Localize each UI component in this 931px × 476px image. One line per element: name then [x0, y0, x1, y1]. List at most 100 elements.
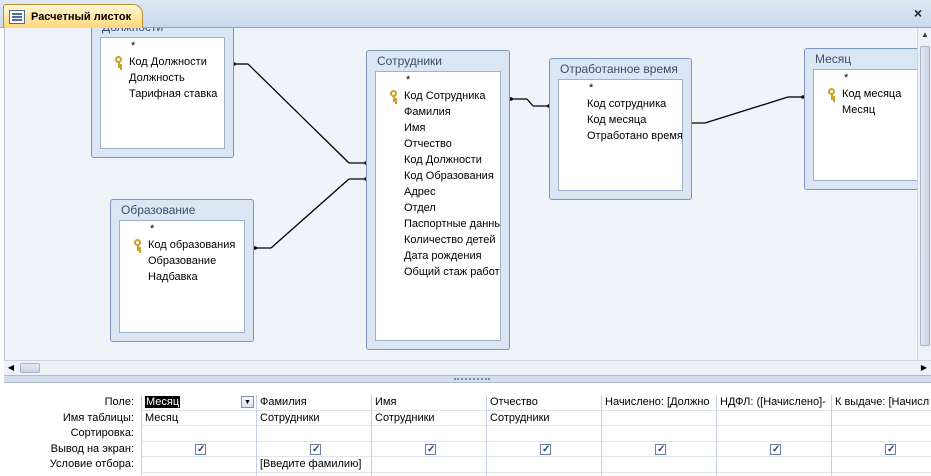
close-tab-button[interactable]: ×: [913, 5, 923, 21]
scroll-thumb[interactable]: [20, 363, 40, 373]
grid-cell-sort[interactable]: [142, 426, 256, 442]
field-item[interactable]: Адрес: [376, 184, 500, 200]
grid-column[interactable]: Начислено: [Должно: [601, 395, 716, 476]
field-item[interactable]: Код Должности: [101, 54, 224, 70]
query-tab[interactable]: Расчетный листок: [3, 4, 143, 28]
field-item[interactable]: Паспортные данные: [376, 216, 500, 232]
grid-cell-table[interactable]: Сотрудники: [257, 411, 371, 426]
field-item[interactable]: Должность: [101, 70, 224, 86]
show-checkbox[interactable]: [770, 442, 781, 456]
field-item[interactable]: Отчество: [376, 136, 500, 152]
field-item[interactable]: Месяц: [814, 102, 917, 118]
field-all-columns[interactable]: *: [376, 72, 500, 88]
grid-cell-field[interactable]: Отчество: [487, 395, 601, 411]
grid-cell-criteria[interactable]: [487, 457, 601, 473]
grid-column[interactable]: Месяц▼Месяц: [141, 395, 256, 476]
scroll-left-icon[interactable]: ◀: [7, 363, 15, 372]
grid-cell-table[interactable]: [717, 411, 831, 426]
table-title[interactable]: Месяц: [815, 52, 852, 66]
grid-cell-sort[interactable]: [257, 426, 371, 442]
grid-cell-criteria[interactable]: [717, 457, 831, 473]
scroll-right-icon[interactable]: ▶: [920, 363, 928, 372]
field-item[interactable]: Отработано время: [559, 128, 682, 144]
grid-cell-table[interactable]: [832, 411, 931, 426]
field-item[interactable]: Отдел: [376, 200, 500, 216]
field-item[interactable]: Код Должности: [376, 152, 500, 168]
query-design-grid[interactable]: Поле: Имя таблицы: Сортировка: Вывод на …: [4, 383, 931, 476]
horizontal-scrollbar[interactable]: ◀ ▶: [4, 360, 931, 375]
grid-cell-table[interactable]: Месяц: [142, 411, 256, 426]
field-all-columns[interactable]: *: [814, 70, 917, 86]
field-item[interactable]: Имя: [376, 120, 500, 136]
scroll-up-icon[interactable]: ▲: [921, 30, 929, 39]
show-checkbox[interactable]: [540, 442, 551, 456]
field-item[interactable]: Код месяца: [814, 86, 917, 102]
scroll-thumb[interactable]: [920, 46, 930, 346]
field-item[interactable]: Надбавка: [120, 269, 244, 285]
grid-cell-field[interactable]: Месяц▼: [142, 395, 256, 411]
grid-cell-criteria[interactable]: [832, 457, 931, 473]
grid-cell-show[interactable]: [602, 442, 716, 457]
field-all-columns[interactable]: *: [120, 221, 244, 237]
show-checkbox[interactable]: [310, 442, 321, 456]
grid-cell-show[interactable]: [142, 442, 256, 457]
table-title[interactable]: Отработанное время: [560, 62, 678, 76]
field-all-columns[interactable]: *: [559, 80, 682, 96]
grid-cell-show[interactable]: [257, 442, 371, 457]
grid-cell-table[interactable]: [602, 411, 716, 426]
grid-cell-sort[interactable]: [717, 426, 831, 442]
grid-cell-field[interactable]: НДФЛ: ([Начислено]-: [717, 395, 831, 411]
table-title[interactable]: Образование: [121, 203, 196, 217]
grid-cell-field[interactable]: Фамилия: [257, 395, 371, 411]
field-item[interactable]: Код месяца: [559, 112, 682, 128]
grid-cell-criteria[interactable]: [142, 457, 256, 473]
grid-cell-show[interactable]: [832, 442, 931, 457]
table-title[interactable]: Должности: [92, 28, 233, 37]
grid-cell-show[interactable]: [717, 442, 831, 457]
vertical-scrollbar[interactable]: ▲: [917, 28, 931, 360]
field-all-columns[interactable]: *: [101, 38, 224, 54]
grid-cell-sort[interactable]: [832, 426, 931, 442]
table-dolzhnosti[interactable]: Должности *Код ДолжностиДолжностьТарифна…: [91, 28, 234, 158]
grid-cell-show[interactable]: [372, 442, 486, 457]
grid-cell-table[interactable]: Сотрудники: [487, 411, 601, 426]
grid-cell-sort[interactable]: [372, 426, 486, 442]
field-item[interactable]: Дата рождения: [376, 248, 500, 264]
show-checkbox[interactable]: [425, 442, 436, 456]
show-checkbox[interactable]: [885, 442, 896, 456]
field-item[interactable]: Фамилия: [376, 104, 500, 120]
field-item[interactable]: Общий стаж работы: [376, 264, 500, 280]
grid-cell-show[interactable]: [487, 442, 601, 457]
field-item[interactable]: Код Образования: [376, 168, 500, 184]
grid-cell-sort[interactable]: [487, 426, 601, 442]
grid-cell-field[interactable]: Начислено: [Должно: [602, 395, 716, 411]
grid-cell-field[interactable]: К выдаче: [Начисл: [832, 395, 931, 411]
pane-splitter[interactable]: [4, 375, 931, 383]
field-dropdown-icon[interactable]: ▼: [241, 396, 254, 408]
field-item[interactable]: Количество детей: [376, 232, 500, 248]
show-checkbox[interactable]: [655, 442, 666, 456]
table-title[interactable]: Сотрудники: [377, 54, 442, 68]
field-item[interactable]: Код сотрудника: [559, 96, 682, 112]
show-checkbox[interactable]: [195, 442, 206, 456]
grid-cell-criteria[interactable]: [372, 457, 486, 473]
grid-cell-criteria[interactable]: [Введите фамилию]: [257, 457, 371, 473]
grid-cell-criteria[interactable]: [602, 457, 716, 473]
field-item[interactable]: Код Сотрудника: [376, 88, 500, 104]
grid-cell-sort[interactable]: [602, 426, 716, 442]
grid-column[interactable]: НДФЛ: ([Начислено]-: [716, 395, 831, 476]
field-item[interactable]: Код образования: [120, 237, 244, 253]
grid-cell-table[interactable]: Сотрудники: [372, 411, 486, 426]
